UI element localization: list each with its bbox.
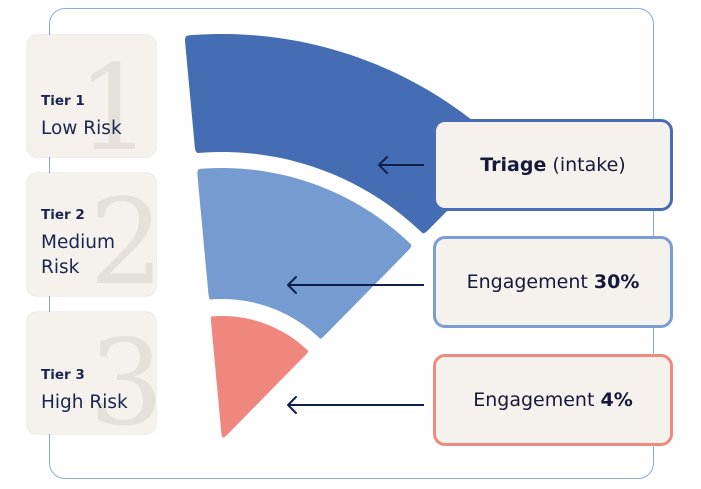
arrow-head bbox=[378, 156, 388, 174]
tier-label: Tier 1 bbox=[41, 93, 85, 109]
callout-strong-value: 30% bbox=[593, 271, 640, 293]
tier-card-1: 1 Tier 1 Low Risk bbox=[27, 35, 156, 157]
arrow-left-icon bbox=[378, 156, 424, 174]
triage-segment bbox=[184, 34, 505, 234]
tier-label: Tier 2 bbox=[41, 207, 85, 223]
callout-strong-text: Triage bbox=[480, 154, 547, 176]
tier-numeral-1: 1 bbox=[76, 39, 152, 157]
callout-text: Engagement bbox=[466, 271, 588, 293]
engagement-4-segment bbox=[210, 316, 309, 438]
arrow-left-icon bbox=[287, 396, 424, 414]
tier-label: Tier 3 bbox=[41, 367, 85, 383]
tier-card-2: 2 Tier 2 Medium Risk bbox=[27, 173, 156, 296]
arrow-head bbox=[287, 396, 297, 414]
tier-risk-level-line-2: Risk bbox=[41, 257, 80, 278]
tier-risk-level: Low Risk bbox=[41, 118, 122, 139]
arrow-left-icon bbox=[287, 276, 424, 294]
callout-text: Engagement bbox=[473, 389, 595, 411]
arrow-head bbox=[287, 276, 297, 294]
engagement-30-segment bbox=[197, 168, 412, 339]
callout-engagement-4: Engagement 4% bbox=[433, 354, 673, 446]
tier-numeral-3: 3 bbox=[88, 314, 156, 434]
tier-risk-level-line-1: Medium bbox=[41, 232, 115, 253]
callout-strong-value: 4% bbox=[600, 389, 633, 411]
tier-risk-level: High Risk bbox=[41, 392, 128, 413]
callout-triage: Triage (intake) bbox=[433, 119, 673, 211]
callout-engagement-30: Engagement 30% bbox=[433, 236, 673, 328]
tier-card-3: 3 Tier 3 High Risk bbox=[27, 312, 156, 434]
tier-numeral-2: 2 bbox=[88, 173, 156, 296]
callout-text: (intake) bbox=[552, 154, 626, 176]
